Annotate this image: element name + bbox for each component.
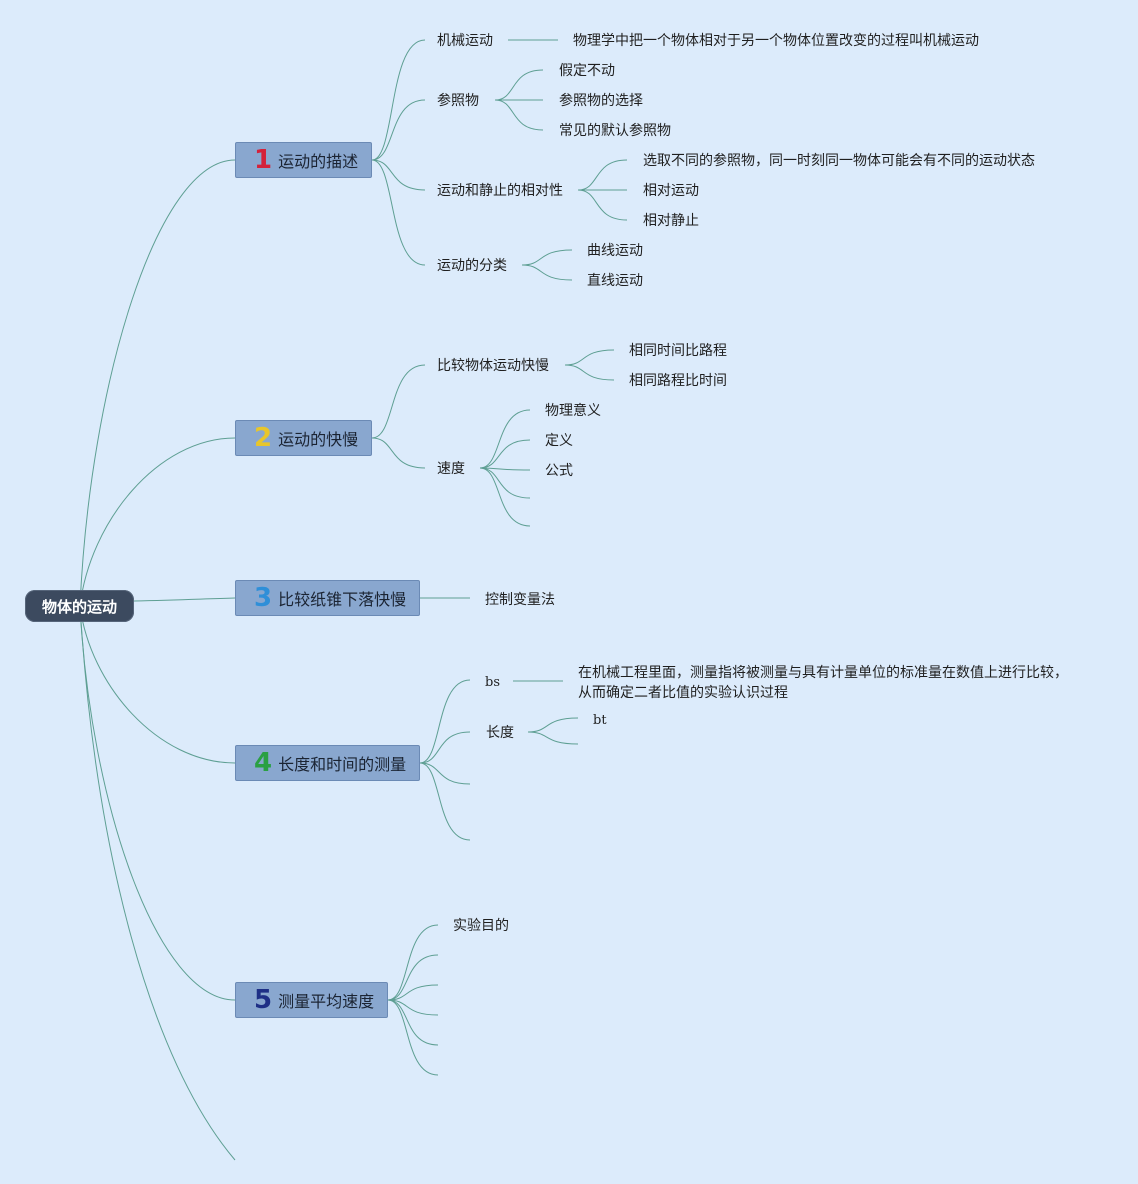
node-bt[interactable]: bt <box>593 713 607 728</box>
topic-paper-cone-fall[interactable]: 3 比较纸锥下落快慢 <box>235 580 420 616</box>
topic-label: 运动的描述 <box>278 152 359 171</box>
topic-number: 4 <box>254 748 273 778</box>
node-speed[interactable]: 速度 <box>437 461 465 477</box>
node-mechanical-motion[interactable]: 机械运动 <box>437 33 493 49</box>
node-same-distance-time[interactable]: 相同路程比时间 <box>629 373 727 389</box>
node-definition[interactable]: 定义 <box>545 433 573 449</box>
node-bs[interactable]: bs <box>485 675 500 690</box>
topic-number: 3 <box>254 583 273 613</box>
topic-label: 测量平均速度 <box>278 992 375 1011</box>
node-default-reference[interactable]: 常见的默认参照物 <box>559 123 671 139</box>
node-relativity-explanation[interactable]: 选取不同的参照物，同一时刻同一物体可能会有不同的运动状态 <box>643 153 1035 169</box>
node-reference-object[interactable]: 参照物 <box>437 93 479 109</box>
node-measurement-definition[interactable]: 在机械工程里面，测量指将被测量与具有计量单位的标准量在数值上进行比较，从而确定二… <box>578 665 1068 701</box>
central-topic[interactable]: 物体的运动 <box>25 590 134 622</box>
topic-number: 2 <box>254 423 273 453</box>
node-control-variable[interactable]: 控制变量法 <box>485 592 555 608</box>
node-relativity[interactable]: 运动和静止的相对性 <box>437 183 563 199</box>
node-curvilinear-motion[interactable]: 曲线运动 <box>587 243 643 259</box>
topic-label: 运动的快慢 <box>278 430 359 449</box>
node-compare-speed[interactable]: 比较物体运动快慢 <box>437 358 549 374</box>
topic-average-speed-measurement[interactable]: 5 测量平均速度 <box>235 982 388 1018</box>
node-relative-rest[interactable]: 相对静止 <box>643 213 699 229</box>
node-assumed-stationary[interactable]: 假定不动 <box>559 63 615 79</box>
node-reference-selection[interactable]: 参照物的选择 <box>559 93 643 109</box>
topic-length-time-measurement[interactable]: 4 长度和时间的测量 <box>235 745 420 781</box>
topic-number: 5 <box>254 985 273 1015</box>
topic-motion-speed[interactable]: 2 运动的快慢 <box>235 420 372 456</box>
topic-number: 1 <box>254 145 273 175</box>
topic-motion-description[interactable]: 1 运动的描述 <box>235 142 372 178</box>
node-motion-classification[interactable]: 运动的分类 <box>437 258 507 274</box>
node-formula[interactable]: 公式 <box>545 463 573 479</box>
node-same-time-distance[interactable]: 相同时间比路程 <box>629 343 727 359</box>
topic-label: 比较纸锥下落快慢 <box>278 590 407 609</box>
topic-label: 长度和时间的测量 <box>278 755 407 774</box>
node-experiment-purpose[interactable]: 实验目的 <box>453 918 509 934</box>
node-relative-motion[interactable]: 相对运动 <box>643 183 699 199</box>
node-physical-meaning[interactable]: 物理意义 <box>545 403 601 419</box>
node-length[interactable]: 长度 <box>486 725 514 741</box>
node-mechanical-motion-definition[interactable]: 物理学中把一个物体相对于另一个物体位置改变的过程叫机械运动 <box>573 33 979 49</box>
node-linear-motion[interactable]: 直线运动 <box>587 273 643 289</box>
